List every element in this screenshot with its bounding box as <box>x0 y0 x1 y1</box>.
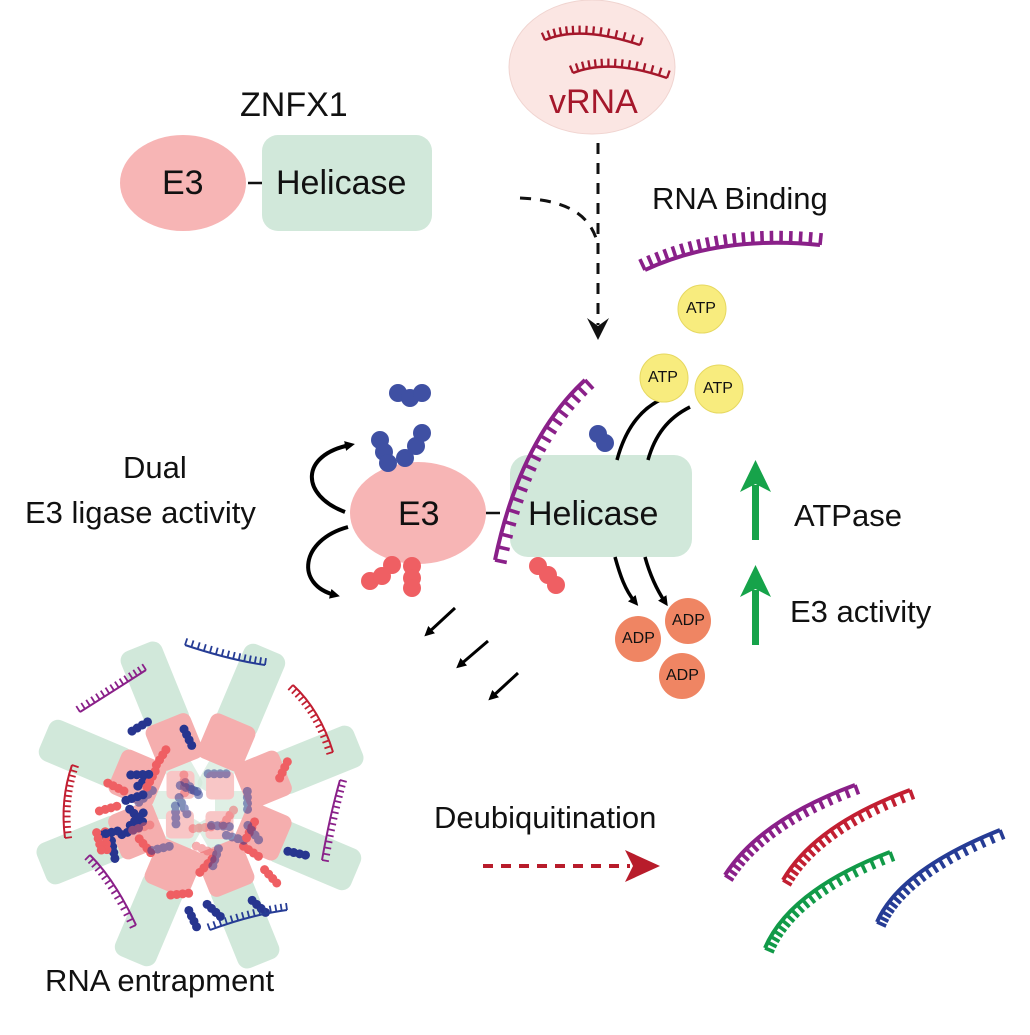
ubiquitin-chain <box>204 769 231 778</box>
helicase-central-label: Helicase <box>528 497 658 531</box>
rna-strand <box>640 231 821 270</box>
e3-activity-up-arrow-icon <box>740 565 771 645</box>
rna-binding-dashed-arrows <box>520 143 609 340</box>
deubiquitination-arrow <box>483 850 660 882</box>
rna-binding-label: RNA Binding <box>652 183 828 214</box>
atp-group <box>617 285 743 460</box>
dual-label: Dual <box>123 452 187 483</box>
e3-activity-label: E3 activity <box>790 596 931 627</box>
adp-label-2: ADP <box>672 613 705 629</box>
ubiquitin-chain <box>184 906 201 931</box>
adp-label-1: ADP <box>622 631 655 647</box>
e3-central-label: E3 <box>398 497 440 531</box>
atp-label-3: ATP <box>703 381 733 397</box>
vrna-label: vRNA <box>549 85 638 119</box>
rna-strand <box>64 765 79 838</box>
ubiquitin-chain <box>371 431 397 472</box>
ubiquitin-chain <box>243 787 252 814</box>
deubiquitination-label: Deubiquitination <box>434 802 656 833</box>
znfx1-title: ZNFX1 <box>240 88 348 122</box>
atp-label-2: ATP <box>648 370 678 386</box>
adp-label-3: ADP <box>666 668 699 684</box>
ubiquitin-chain <box>529 557 565 594</box>
helicase-domain-label: Helicase <box>276 166 406 200</box>
atpase-up-arrow-icon <box>740 460 771 540</box>
assembly-arrows <box>428 608 518 697</box>
ubiquitin-chain <box>126 770 153 780</box>
rna-strand <box>765 852 894 952</box>
e3-ligase-activity-label: E3 ligase activity <box>25 497 256 528</box>
ubiquitin-chain <box>171 801 181 828</box>
e3-domain-label: E3 <box>162 166 204 200</box>
atpase-label: ATPase <box>794 500 902 531</box>
ubiquitin-chain <box>260 865 281 887</box>
ubiquitin-chain <box>361 556 401 590</box>
ubiquitin-chain <box>403 557 421 597</box>
rna-strand <box>877 830 1004 926</box>
up-arrows <box>740 460 771 645</box>
ubiquitin-chain <box>396 424 431 467</box>
ubiquitin-chain <box>589 425 614 452</box>
dual-activity-arrows <box>308 445 350 595</box>
dashed-arrowhead <box>587 318 609 340</box>
ubiquitin-chain <box>389 384 431 407</box>
atp-label-1: ATP <box>686 301 716 317</box>
rna-entrapment-label: RNA entrapment <box>45 965 274 996</box>
free-rna-strand-purple <box>640 231 821 270</box>
released-rna-strands <box>725 785 1004 952</box>
rna-entrapment-cluster <box>33 638 366 971</box>
